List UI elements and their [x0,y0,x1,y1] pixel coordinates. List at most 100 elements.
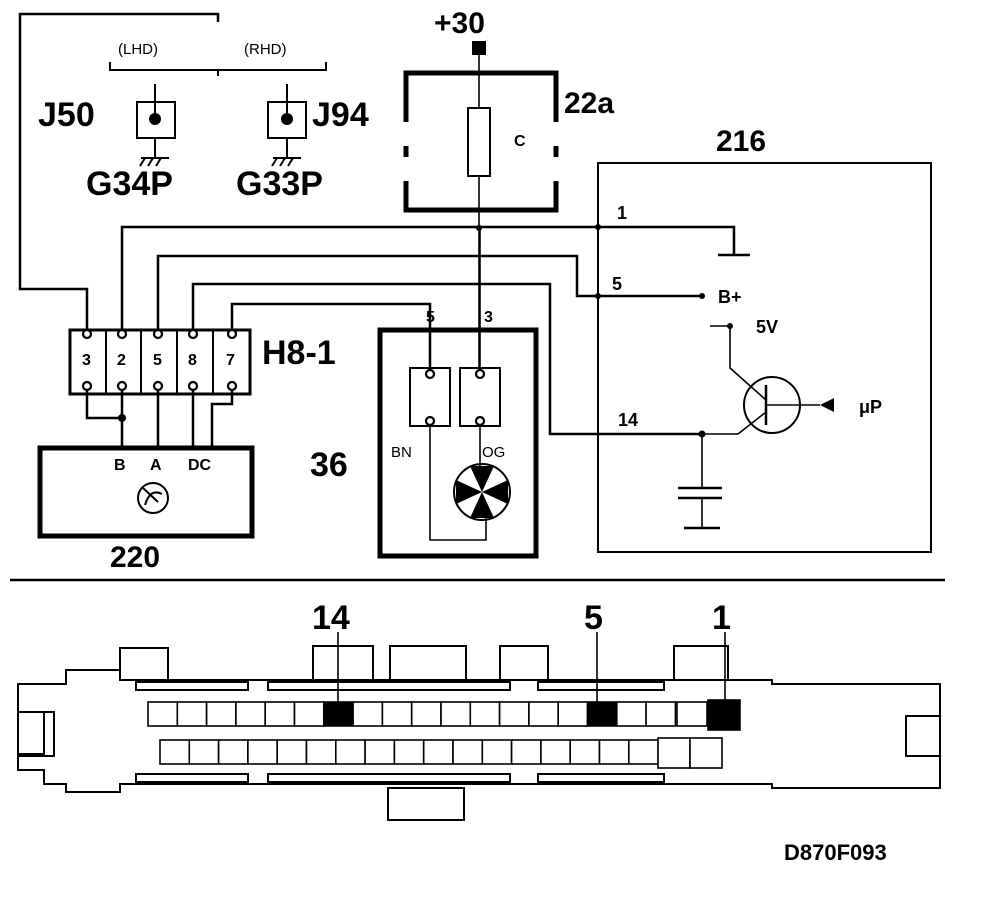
ecu-pin [235,701,266,727]
meter-body [37,445,255,539]
ecu-connector: 14 5 1 [17,599,941,821]
fuse-22a: C 22a [403,70,614,228]
ecu-pin [264,701,296,727]
ecu-key-slot [905,715,940,757]
bplus-label: B+ [718,287,742,307]
h81-pin-bottom [187,380,199,392]
connector-h8-1: 3 2 5 8 7 H8-1 [68,328,336,396]
ecu-rail [537,773,665,783]
h81-pin-bottom [81,380,93,392]
h81-pin-label: 5 [153,352,162,369]
ecu-pin [217,739,249,765]
relay-id: 36 [310,446,348,484]
ecu-callout-1: 1 [712,599,731,637]
wire-pin5-bplus [156,254,702,330]
ecu-pin [334,739,366,765]
module-entry-dot [595,293,601,299]
gauge-icon [137,482,169,514]
fuse-box-outline [403,70,559,213]
ecu-rail [135,681,249,691]
capacitor-icon [678,434,722,530]
relay-pin-5: 5 [426,309,435,326]
ecu-pin [469,701,501,727]
ecu-pin [452,739,484,765]
ecu-pin [352,701,384,727]
ecu-pin [498,701,530,727]
ecu-pin [676,701,708,727]
h81-pin-label: 3 [82,352,91,369]
h81-pin-label: 7 [226,352,235,369]
ecu-pin [247,739,278,765]
module-id: 216 [716,125,766,158]
ecu-latch [673,645,729,681]
ecu-pin [627,739,659,765]
wiring [18,12,750,436]
ecu-pin [569,739,601,765]
fuse-element [467,107,491,177]
wire-pin2-ground [120,225,736,330]
module-pin-14: 14 [618,410,638,430]
j94-terminal [281,113,293,125]
h81-pin-top [152,328,164,340]
ecu-rail [537,681,665,691]
h81-pin-label: 2 [117,352,126,369]
drive-side-brace [109,62,327,76]
ecu-pin [510,739,542,765]
module-pin-1: 1 [617,203,627,223]
ground-symbol-g33p [271,157,301,167]
supply-30: +30 [434,7,486,108]
module-body [597,162,932,553]
ecu-rail [135,773,249,783]
ecu-pin [147,701,179,727]
wire-pin3-loop [18,12,220,330]
wire-pin7-meter [210,390,234,448]
ecu-rail [267,773,511,783]
ecu-latch [499,645,549,681]
ecu-pin [557,701,589,727]
ecu-pin [615,701,647,727]
ecu-pin-cells [147,699,741,769]
h81-pin-bottom [152,380,164,392]
ecu-pin [540,739,572,765]
ecu-pin [293,701,325,727]
h81-pin-top [116,328,128,340]
ecu-pin [410,701,442,727]
ecu-pin [422,739,454,765]
h81-pin-label: 8 [188,352,197,369]
junction-b [118,414,126,422]
ecu-pin [364,739,396,765]
ecu-pin [159,739,191,765]
ecu-pin [528,701,560,727]
meter-220: B A DC 220 [37,445,255,574]
ecu-pin-highlighted [586,701,618,727]
relay-pin-3: 3 [484,309,493,326]
h81-pin-bottom [226,380,238,392]
j94-label: J94 [312,96,369,134]
ground-points: (LHD) (RHD) J50 G34P J94 G33P [38,41,369,203]
ecu-pin [657,737,691,769]
relay-bn-wire [429,425,487,541]
ecu-latch [312,645,374,681]
ground-symbol-g34p [139,157,169,167]
ecu-pin [205,701,237,727]
ecu-pin [393,739,425,765]
j50-terminal [149,113,161,125]
wire-pin7-relay [230,302,432,368]
relay-pin [474,368,486,380]
ecu-pin [440,701,472,727]
g33p-label: G33P [236,165,323,203]
micro-label: μP [859,397,882,417]
wiring-meter [85,390,234,448]
relay-36: 5 3 BN OG 36 [310,228,539,559]
five-v-label: 5V [756,317,778,337]
rhd-label: (RHD) [244,41,287,58]
h81-pin-bottom [116,380,128,392]
relay-pin [424,415,436,427]
ecu-latch [119,647,169,681]
wire-color-bn: BN [391,444,412,461]
h81-pin-top [81,328,93,340]
wire-pin8-signal [191,282,702,436]
ecu-latch [389,645,467,681]
ecu-pin [176,701,208,727]
